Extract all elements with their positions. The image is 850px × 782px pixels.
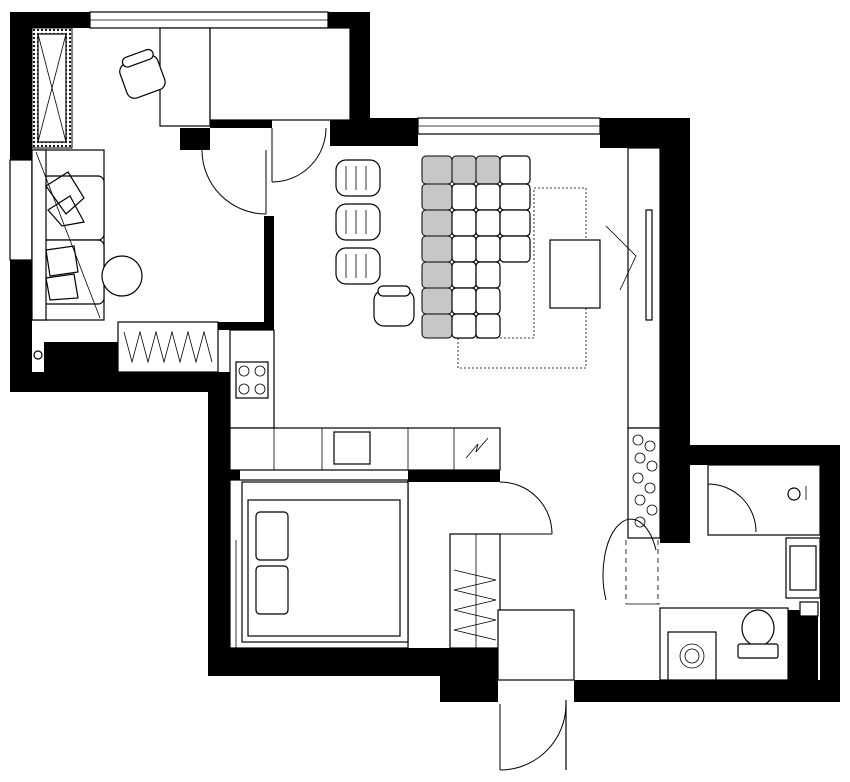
kitchen [229,159,501,471]
rug [457,187,587,369]
tv [645,209,653,321]
walls [10,12,840,702]
hall [497,518,660,771]
desk [159,27,211,127]
windows [9,11,601,261]
corner-sofa [421,155,531,339]
entrance-door [499,703,567,771]
armchair [373,285,415,327]
office-chair [119,48,166,99]
wardrobe-bedroom [449,533,501,649]
office-room [31,27,351,373]
shower [707,464,821,536]
washing-machine [667,631,717,681]
planter [627,427,661,539]
bathroom [659,464,821,681]
cooktop [235,361,269,399]
desk-top [209,27,351,121]
round-table [101,255,143,297]
living-area [421,147,661,539]
bar-stools [335,159,381,285]
sink [333,431,371,465]
tv-console [627,147,661,429]
pillow [255,565,289,615]
bedroom [229,479,553,649]
toilet [737,609,779,659]
sofa [31,149,105,321]
pillow [255,511,289,561]
coffee-table [549,239,601,309]
